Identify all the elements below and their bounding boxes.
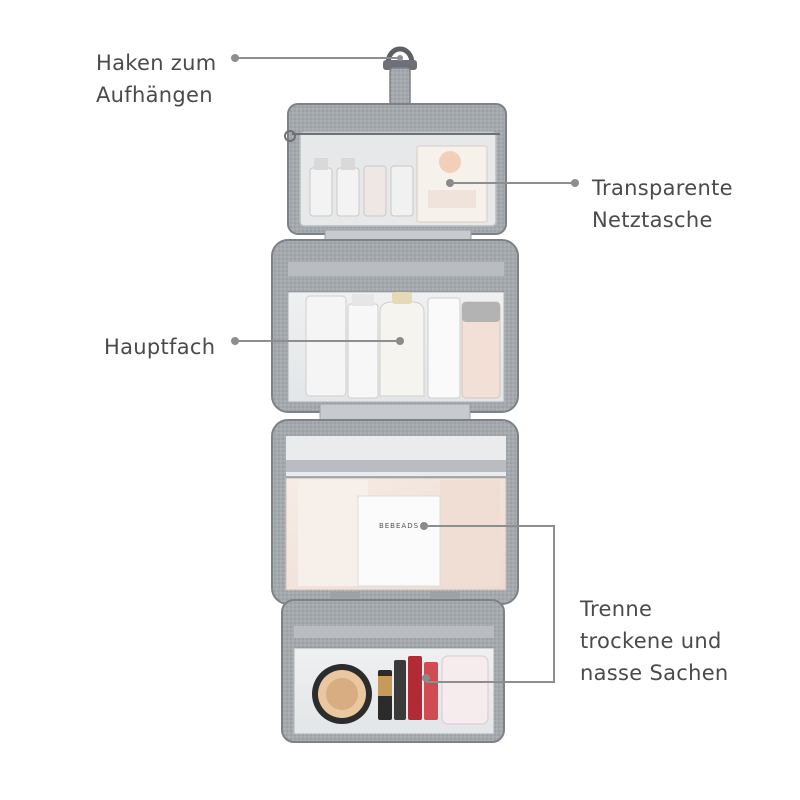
main-compartment-callout-line-1: Hauptfach: [104, 335, 216, 359]
hook-callout-line-1: Haken zum: [96, 51, 217, 75]
top-mesh-pocket: [284, 103, 507, 253]
separation-callout-line-3: nasse Sachen: [580, 661, 729, 685]
separation-leader-line: [424, 525, 555, 683]
main-compartment: [271, 239, 519, 431]
mesh-pocket-callout-line-2: Netztasche: [592, 208, 713, 232]
leader-lines: [231, 54, 579, 683]
dry-compartment: BEBEADS: [271, 419, 519, 605]
mesh-pocket-callout-line-1: Transparente: [592, 176, 733, 200]
mesh-pocket-callout: Transparente Netztasche: [592, 172, 733, 236]
separation-callout-line-1: Trenne: [580, 597, 653, 621]
main-compartment-callout: Hauptfach: [104, 331, 215, 363]
product-box-label: BEBEADS: [379, 522, 419, 530]
hook-callout-line-2: Aufhängen: [96, 83, 213, 107]
hook-callout: Haken zum Aufhängen: [96, 47, 216, 111]
bottom-compartment: [281, 599, 505, 743]
separation-callout-line-2: trockene und: [580, 629, 722, 653]
separation-callout: Trenne trockene und nasse Sachen: [580, 593, 729, 689]
